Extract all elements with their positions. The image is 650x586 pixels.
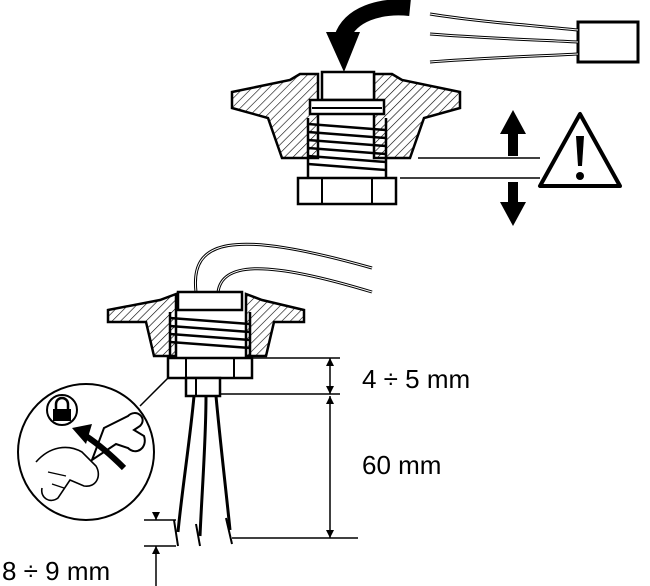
dim-label-middle: 60 mm [362,450,441,480]
dim-label-top: 4 ÷ 5 mm [362,364,470,394]
top-assembly [230,0,640,226]
dimension-8-9mm [144,512,176,586]
warning-triangle-icon [538,112,622,188]
dimension-4-5mm [220,357,340,395]
bottom-assembly: 4 ÷ 5 mm 60 mm 8 ÷ 9 mm [2,242,470,586]
bottom-sensor [166,290,254,398]
top-cable [429,12,640,64]
hand-illustration [35,446,100,502]
padlock-icon [46,394,78,426]
tighten-detail [17,383,155,521]
top-housing [230,72,462,160]
top-sensor [296,70,398,206]
curved-arrow-icon [72,424,127,471]
dimension-60mm [232,396,358,539]
bottom-housing [106,292,306,358]
bottom-wires [173,395,233,547]
up-down-arrows-icon [500,110,526,226]
dim-label-bottom: 8 ÷ 9 mm [2,556,110,586]
insert-curved-arrow-icon [326,0,411,72]
bottom-cable-upper [193,242,373,294]
